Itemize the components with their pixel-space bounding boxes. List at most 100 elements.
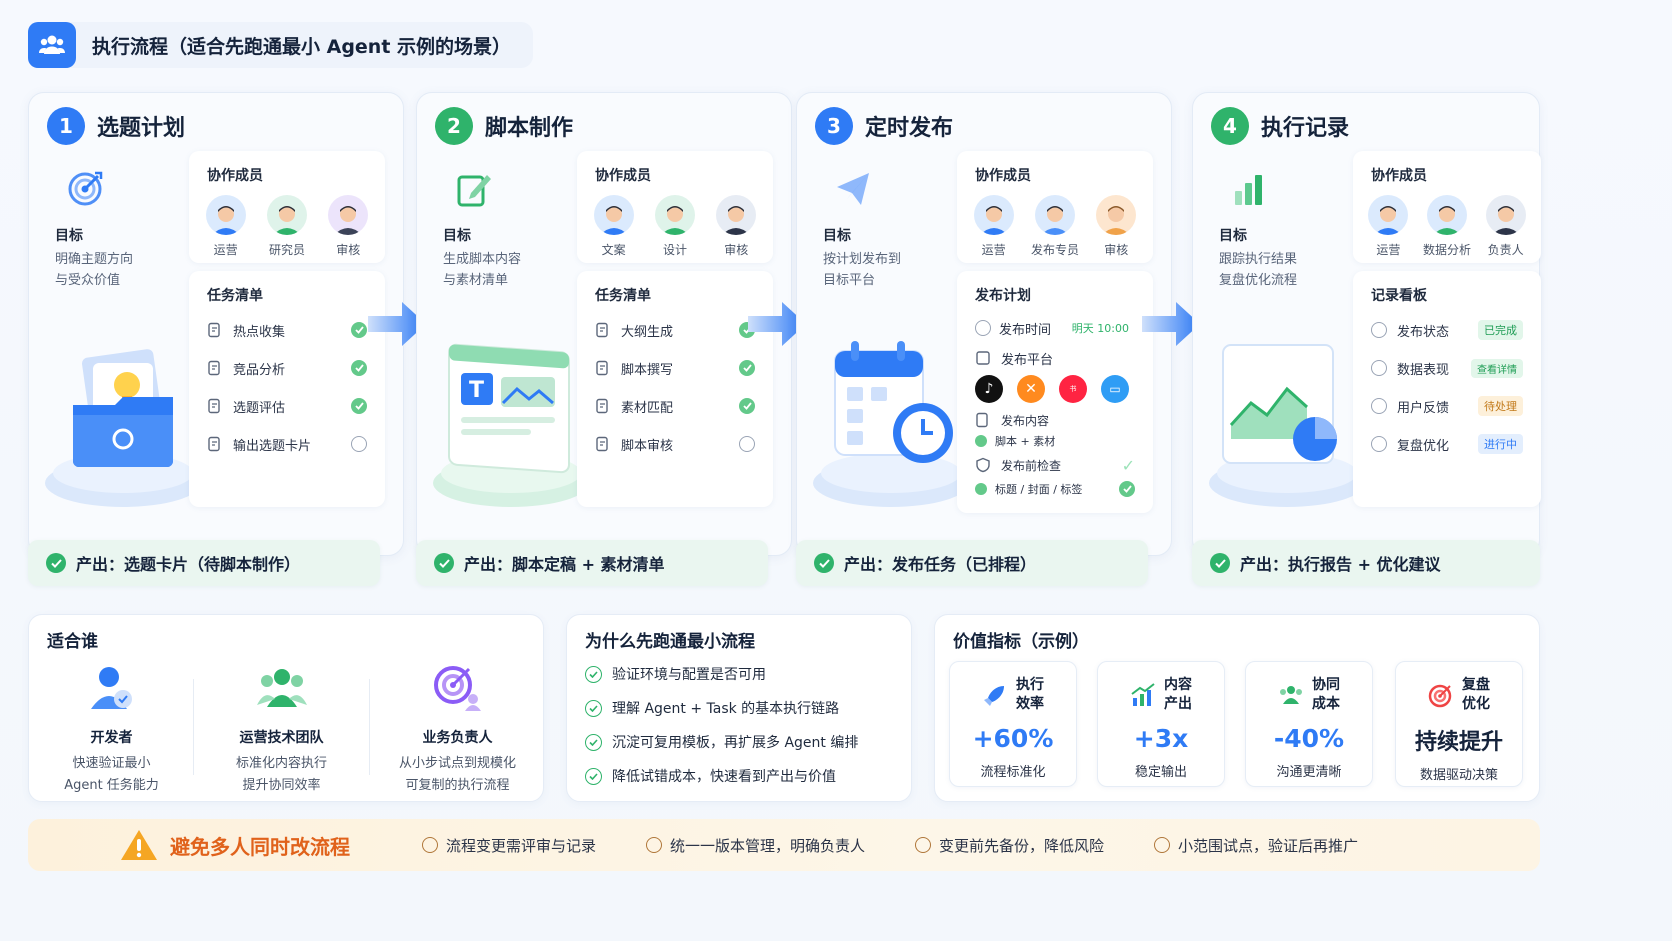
warning-item: 变更前先备份，降低风险 bbox=[915, 835, 1104, 856]
avatar bbox=[1485, 195, 1526, 235]
why-item: 验证环境与配置是否可用 bbox=[585, 657, 858, 691]
member: 发布专员 bbox=[1026, 195, 1084, 258]
avatar bbox=[1368, 195, 1409, 235]
collaboration-icon bbox=[1280, 686, 1302, 704]
why-item: 降低试错成本，快速看到产出与价值 bbox=[585, 759, 858, 793]
refresh-icon bbox=[1371, 436, 1387, 452]
task-item: 热点收集 bbox=[189, 311, 385, 349]
warning-item-icon bbox=[646, 837, 663, 853]
team-icon bbox=[256, 669, 307, 707]
doc-icon bbox=[976, 412, 988, 428]
check-circle-icon bbox=[585, 733, 602, 751]
metric-item: 执行效率 +60% 流程标准化 bbox=[949, 661, 1077, 787]
plan-platform: 发布平台 bbox=[957, 343, 1153, 373]
xiaohongshu-icon[interactable]: 书 bbox=[1059, 375, 1087, 403]
check-icon bbox=[739, 360, 755, 376]
page-title: 执行流程（适合先跑通最小 Agent 示例的场景） bbox=[92, 35, 512, 58]
edit-doc-icon bbox=[457, 175, 491, 207]
plan-content: 发布内容 bbox=[957, 409, 1153, 431]
goal-line: 跟踪执行结果 bbox=[1219, 252, 1298, 267]
kuaishou-icon[interactable]: ✕ bbox=[1017, 375, 1045, 403]
avatar bbox=[205, 195, 246, 235]
flow-arrow-icon bbox=[368, 302, 426, 346]
step-card-1: 1 选题计划 目标 明确主题方向 与受众价值 协作成员 运营 研究员 审核 任务… bbox=[28, 92, 404, 556]
why-item: 理解 Agent + Task 的基本执行链路 bbox=[585, 691, 858, 725]
members-panel: 协作成员 文案 设计 审核 bbox=[577, 151, 773, 263]
douyin-icon[interactable]: ♪ bbox=[975, 375, 1003, 403]
doc-edit-icon bbox=[208, 322, 220, 338]
metrics-card: 价值指标（示例） 执行效率 +60% 流程标准化 内容产出 +3x 稳定输出 协… bbox=[934, 614, 1540, 802]
calendar-clock-illustration bbox=[813, 341, 969, 507]
member: 审核 bbox=[319, 195, 377, 258]
panel-title: 协作成员 bbox=[207, 168, 263, 184]
output-bar-2: 产出：脚本定稿 + 素材清单 bbox=[416, 540, 768, 586]
doc-edit-icon bbox=[208, 398, 220, 414]
output-bar-1: 产出：选题卡片（待脚本制作） bbox=[28, 540, 380, 586]
grid-icon bbox=[976, 351, 990, 365]
task-item: 输出选题卡片 bbox=[189, 425, 385, 463]
why-card: 为什么先跑通最小流程 验证环境与配置是否可用 理解 Agent + Task 的… bbox=[566, 614, 912, 802]
avatar bbox=[1426, 195, 1467, 235]
task-item: 素材匹配 bbox=[577, 387, 773, 425]
task-item: 大纲生成 bbox=[577, 311, 773, 349]
task-item: 选题评估 bbox=[189, 387, 385, 425]
bilibili-icon[interactable]: ▭ bbox=[1101, 375, 1129, 403]
members-panel: 协作成员 运营 研究员 审核 bbox=[189, 151, 385, 263]
avatar bbox=[1034, 195, 1075, 235]
shield-icon bbox=[976, 457, 990, 473]
chart-icon bbox=[1371, 360, 1387, 376]
warning-icon bbox=[121, 830, 157, 860]
warning-item: 流程变更需评审与记录 bbox=[422, 835, 596, 856]
goal-line: 生成脚本内容 bbox=[443, 252, 522, 267]
check-circle-icon bbox=[1210, 553, 1230, 573]
clock-icon bbox=[975, 320, 991, 336]
avatar bbox=[266, 195, 307, 235]
task-panel: 任务清单 热点收集 竞品分析 选题评估 输出选题卡片 bbox=[189, 271, 385, 507]
check-circle-icon bbox=[585, 767, 602, 785]
members-panel: 协作成员 运营 数据分析 负责人 bbox=[1353, 151, 1541, 263]
member: 负责人 bbox=[1477, 195, 1535, 258]
audience-card: 适合谁 开发者 快速验证最小 Agent 任务能力 运营技术团队 标准化内容执行… bbox=[28, 614, 544, 802]
plan-time: 发布时间明天 10:00 bbox=[957, 313, 1153, 343]
task-item: 竞品分析 bbox=[189, 349, 385, 387]
check-icon bbox=[975, 435, 987, 447]
folder-bulb-illustration bbox=[45, 349, 201, 507]
step-number: 4 bbox=[1211, 107, 1249, 145]
member: 运营 bbox=[965, 195, 1023, 258]
doc-edit-icon bbox=[208, 436, 220, 452]
check-icon: ✓ bbox=[1121, 455, 1135, 475]
board-item: 发布状态已完成 bbox=[1353, 311, 1541, 349]
step-title: 选题计划 bbox=[97, 116, 186, 141]
goal-label: 目标 bbox=[55, 228, 83, 244]
metric-value: +60% bbox=[972, 724, 1054, 753]
clock-icon bbox=[351, 436, 367, 452]
users-icon bbox=[28, 22, 76, 68]
dashboard-illustration bbox=[1209, 344, 1365, 507]
check-icon bbox=[1119, 481, 1135, 497]
member: 运营 bbox=[1359, 195, 1417, 258]
check-circle-icon bbox=[585, 699, 602, 717]
step-number: 1 bbox=[47, 107, 85, 145]
svg-text:T: T bbox=[469, 378, 484, 403]
check-circle-icon bbox=[814, 553, 834, 573]
metric-value: +3x bbox=[1133, 724, 1189, 753]
goal-line: 复盘优化流程 bbox=[1219, 273, 1298, 288]
editor-window-illustration: T bbox=[433, 343, 589, 507]
doc-edit-icon bbox=[208, 360, 220, 376]
output-bar-4: 产出：执行报告 + 优化建议 bbox=[1192, 540, 1540, 586]
feedback-icon bbox=[1371, 398, 1387, 414]
goal-block: 目标 跟踪执行结果 复盘优化流程 bbox=[1219, 169, 1359, 291]
rocket-icon bbox=[984, 686, 1004, 706]
member: 审核 bbox=[1087, 195, 1145, 258]
goal-line: 与受众价值 bbox=[55, 273, 121, 288]
doc-edit-icon bbox=[596, 436, 608, 452]
check-icon bbox=[351, 398, 367, 414]
avatar bbox=[716, 195, 757, 235]
panel-title: 任务清单 bbox=[207, 288, 263, 304]
goal-block: 目标 生成脚本内容 与素材清单 bbox=[443, 169, 583, 291]
goal-line: 目标平台 bbox=[823, 273, 876, 288]
member: 运营 bbox=[197, 195, 255, 258]
goal-block: 目标 明确主题方向 与受众价值 bbox=[55, 169, 195, 291]
developer-icon bbox=[90, 667, 132, 709]
warning-item: 小范围试点，验证后再推广 bbox=[1154, 835, 1358, 856]
